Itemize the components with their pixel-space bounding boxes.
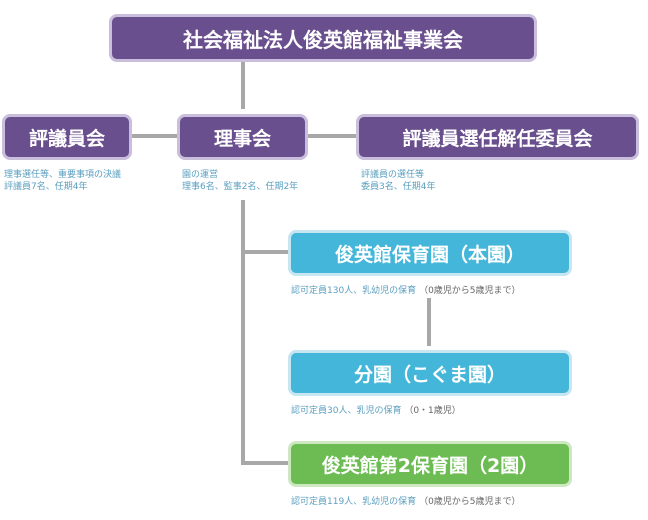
organization-label: 社会福祉法人俊英館福祉事業会 bbox=[183, 27, 463, 52]
main-nursery-label: 俊英館保育園（本園） bbox=[334, 243, 525, 266]
organization-box: 社会福祉法人俊英館福祉事業会 bbox=[109, 14, 537, 62]
election-committee-note-line-2: 委員3名、任期4年 bbox=[361, 182, 436, 192]
connector-board-trunk bbox=[241, 200, 245, 465]
main-nursery-note: 認可定員130人、乳幼児の保育 （0歳児から5歳児まで） bbox=[291, 285, 521, 297]
board-note-line-1: 園の運営 bbox=[182, 170, 219, 180]
connector-top-to-board bbox=[241, 60, 245, 109]
branch-nursery-box: 分園（こぐま園） bbox=[288, 350, 572, 396]
election-committee-note-line-1: 評議員の選任等 bbox=[361, 170, 425, 180]
connector-board-committee bbox=[308, 134, 356, 138]
councillors-note-line-2: 評議員7名、任期4年 bbox=[4, 182, 88, 192]
second-nursery-details: 認可定員119人、乳幼児の保育 （0歳児から5歳児まで） bbox=[291, 496, 521, 508]
branch-nursery-capacity: 認可定員30人、乳児の保育 bbox=[291, 406, 402, 416]
councillors-note: 理事選任等、重要事項の決議 評議員7名、任期4年 bbox=[4, 169, 121, 193]
main-nursery-box: 俊英館保育園（本園） bbox=[288, 230, 572, 276]
councillors-note-line-1: 理事選任等、重要事項の決議 bbox=[4, 170, 122, 180]
main-nursery-ages: （0歳児から5歳児まで） bbox=[419, 286, 521, 296]
second-nursery-capacity: 認可定員119人、乳幼児の保育 bbox=[291, 497, 417, 507]
second-nursery-box: 俊英館第2保育園（2園） bbox=[288, 441, 572, 487]
connector-councillors-board bbox=[131, 134, 177, 138]
branch-nursery-details: 認可定員30人、乳児の保育 （0・1歳児） bbox=[291, 405, 461, 417]
second-nursery-ages: （0歳児から5歳児まで） bbox=[419, 497, 521, 507]
branch-nursery-note: 認可定員30人、乳児の保育 （0・1歳児） bbox=[291, 405, 461, 417]
main-nursery-capacity: 認可定員130人、乳幼児の保育 bbox=[291, 286, 417, 296]
connector-honen-bunen bbox=[427, 298, 431, 346]
councillors-box: 評議員会 bbox=[2, 114, 132, 160]
main-nursery-details: 認可定員130人、乳幼児の保育 （0歳児から5歳児まで） bbox=[291, 285, 521, 297]
election-committee-label: 評議員選任解任委員会 bbox=[402, 127, 593, 150]
connector-branch-honen bbox=[241, 250, 288, 254]
board-label: 理事会 bbox=[213, 127, 271, 150]
second-nursery-note: 認可定員119人、乳幼児の保育 （0歳児から5歳児まで） bbox=[291, 496, 521, 508]
election-committee-box: 評議員選任解任委員会 bbox=[356, 114, 639, 160]
board-box: 理事会 bbox=[177, 114, 308, 160]
branch-nursery-label: 分園（こぐま園） bbox=[353, 363, 506, 386]
election-committee-note: 評議員の選任等 委員3名、任期4年 bbox=[361, 169, 435, 193]
councillors-label: 評議員会 bbox=[28, 127, 105, 150]
second-nursery-label: 俊英館第2保育園（2園） bbox=[321, 454, 539, 477]
board-note: 園の運営 理事6名、監事2名、任期2年 bbox=[182, 169, 298, 193]
board-note-line-2: 理事6名、監事2名、任期2年 bbox=[182, 182, 299, 192]
connector-branch-daini bbox=[241, 461, 288, 465]
branch-nursery-ages: （0・1歳児） bbox=[404, 406, 461, 416]
